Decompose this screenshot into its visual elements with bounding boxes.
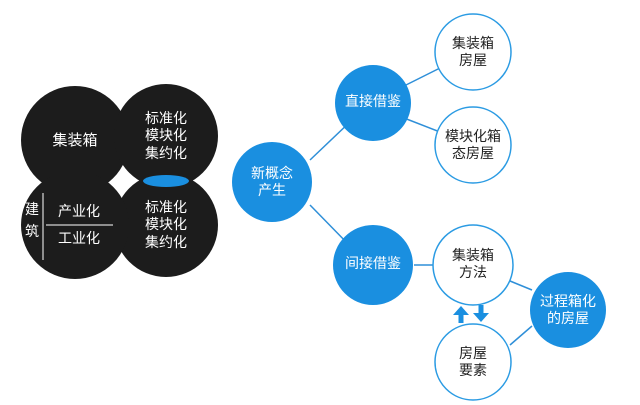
direct-borrow-label: 直接借鉴: [345, 94, 401, 111]
indirect-borrow-label: 间接借鉴: [345, 256, 401, 273]
container-circle: [21, 86, 129, 194]
new-concept-circle: [232, 142, 312, 222]
container-house-circle: [434, 13, 512, 91]
connector-direct-modular-house: [403, 117, 441, 133]
container-house-label: 集装箱 房屋: [452, 35, 494, 70]
arrow-up-icon: [453, 306, 469, 323]
container-label: 集装箱: [52, 130, 98, 149]
standardization-label-bottom: 标准化 模块化 集约化: [145, 199, 187, 251]
process-house-circle: [530, 272, 606, 348]
container-method-circle: [432, 224, 514, 306]
industrialize-label: 工业化: [58, 231, 100, 248]
house-elements-label: 房屋 要素: [459, 345, 487, 380]
modular-house-circle: [434, 106, 512, 184]
process-house-label: 过程箱化 的房屋: [540, 293, 596, 328]
new-concept-label: 新概念 产生: [251, 165, 293, 200]
standardization-label-top: 标准化 模块化 集约化: [145, 110, 187, 162]
modular-house-label: 模块化箱 态房屋: [445, 128, 501, 163]
building-label-char2: 筑: [25, 224, 39, 241]
arrow-down-icon: [473, 305, 489, 322]
direct-borrow-circle: [335, 65, 411, 141]
connector-method-process: [509, 280, 533, 291]
indirect-borrow-circle: [333, 225, 413, 305]
house-elements-circle: [434, 323, 512, 401]
standardization-circle-top: [114, 84, 218, 188]
connector-elements-process: [509, 325, 533, 346]
industrialization-label: 产业化: [58, 204, 100, 221]
building-label-char1: 建: [25, 202, 39, 219]
container-method-label: 集装箱 方法: [452, 247, 494, 282]
standardization-circle-bottom: [114, 173, 218, 277]
overlap-highlight: [143, 175, 189, 187]
connector-direct-container-house: [403, 67, 441, 87]
